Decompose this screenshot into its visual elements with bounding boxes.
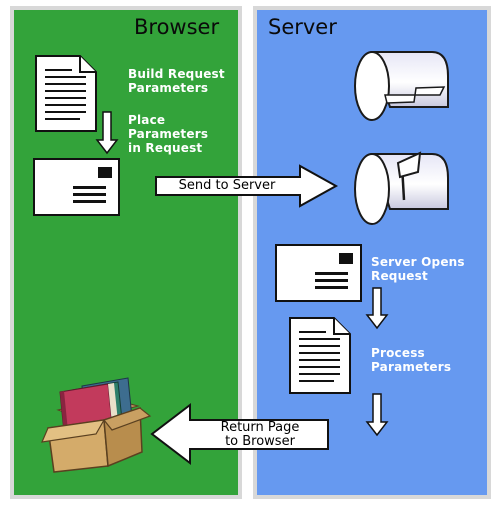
mailbox-icon [354,51,449,121]
box-of-books-icon [41,377,152,473]
down-arrow-icon [365,287,389,330]
place-parameters-label: Place Parameters in Request [128,113,209,155]
left-arrow-icon [150,402,329,466]
document-icon [289,317,351,394]
browser-panel-title: Browser [134,15,220,39]
build-request-label: Build Request Parameters [128,67,225,95]
down-arrow-icon [95,111,119,155]
send-to-server-label: Send to Server [178,178,276,193]
process-parameters-label: Process Parameters [371,346,452,374]
server-opens-label: Server Opens Request [371,255,465,283]
return-page-label: Return Page to Browser [220,420,300,449]
mailbox-flag-up-icon [354,151,449,225]
document-icon [35,55,97,132]
server-panel-title: Server [268,15,337,39]
envelope-icon [275,244,362,302]
down-arrow-icon [365,393,389,437]
right-arrow-icon [155,164,339,208]
envelope-icon [33,158,120,216]
